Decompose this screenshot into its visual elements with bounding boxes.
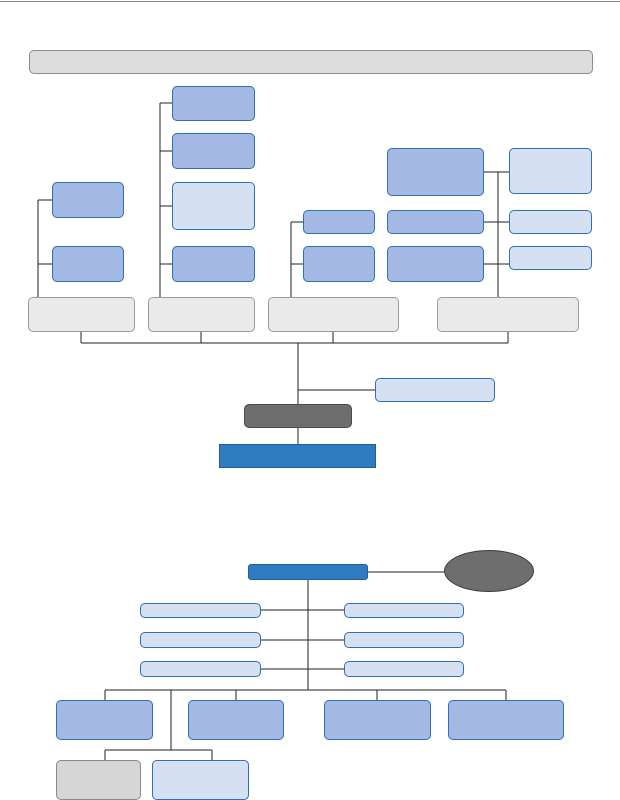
- diagram1-col2-box-a: [172, 86, 255, 121]
- diagram2-child-1: [56, 700, 153, 740]
- child-bus-connector: [104, 689, 507, 700]
- diagram2-left-3: [140, 661, 261, 677]
- column-2-connector: [159, 102, 172, 297]
- hub-connector: [297, 343, 375, 444]
- diagram1-col4-box-c: [387, 246, 484, 282]
- column-1-connector: [37, 199, 52, 297]
- diagram1-root-box: [219, 444, 376, 468]
- diagram2-child-4: [448, 700, 564, 740]
- diagram2-child-3: [324, 700, 431, 740]
- diagram2-child-2: [188, 700, 284, 740]
- grandchild-connector: [104, 690, 213, 760]
- header-bus-connector: [80, 332, 509, 344]
- diagram1-side-box: [375, 378, 495, 402]
- diagram1-col2-box-b: [172, 133, 255, 169]
- diagram1-col4-side-c: [509, 246, 592, 270]
- diagram1-col2-box-d: [172, 246, 255, 282]
- diagram2-ellipse: [444, 550, 534, 592]
- diagram1-col2-header: [148, 297, 255, 332]
- diagram1-col1-box-a: [52, 182, 124, 218]
- diagram1-col1-header: [28, 297, 135, 332]
- diagram1-col4-side-a: [509, 148, 592, 194]
- diagram1-top-bar: [29, 50, 593, 74]
- top-rule: [0, 1, 620, 2]
- diagram2-right-3: [344, 661, 464, 677]
- diagram2-right-2: [344, 632, 464, 648]
- diagram2-grandchild-gray: [56, 760, 141, 800]
- diagram1-col2-box-c: [172, 182, 255, 230]
- diagram1-col1-box-b: [52, 246, 124, 282]
- trunk-connector: [261, 580, 344, 690]
- diagram1-col3-box-a: [303, 210, 375, 234]
- diagram2-right-1: [344, 603, 464, 618]
- column-4-connector: [484, 171, 509, 297]
- diagram2-left-2: [140, 632, 261, 648]
- diagram2-root-box: [248, 564, 368, 580]
- column-3-connector: [290, 221, 303, 297]
- diagram2-grandchild-pale: [152, 760, 249, 800]
- diagram2-left-1: [140, 603, 261, 618]
- diagram1-col4-side-b: [509, 210, 592, 234]
- diagram1-col4-header: [437, 297, 579, 332]
- diagram1-col4-box-b: [387, 210, 484, 234]
- diagram1-dark-box: [244, 404, 352, 428]
- diagram1-col3-header: [268, 297, 399, 332]
- diagram1-col3-box-b: [303, 246, 375, 282]
- diagram1-col4-box-a: [387, 148, 484, 196]
